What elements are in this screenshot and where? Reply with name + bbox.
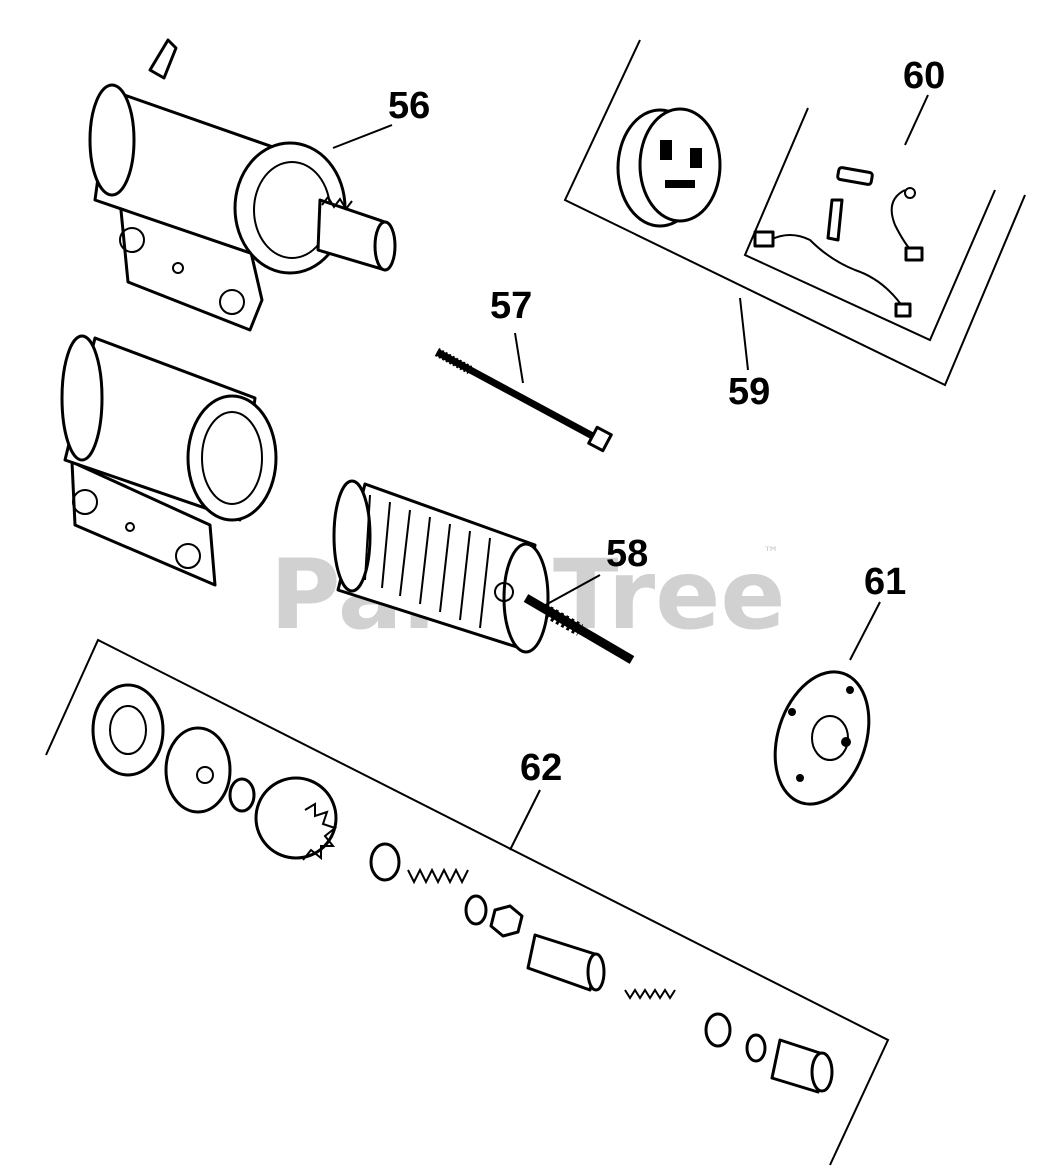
part-62-drive-kit <box>45 638 890 1166</box>
part-60-brush-lead-kit <box>743 107 996 342</box>
leader-lines <box>332 94 929 851</box>
part-61-drive-end-plate <box>773 670 871 806</box>
callout-58: 58 <box>606 533 648 575</box>
callout-60: 60 <box>903 55 945 97</box>
callout-61: 61 <box>864 561 906 603</box>
frame-shell <box>60 334 278 587</box>
callout-62: 62 <box>520 747 562 789</box>
callout-56: 56 <box>388 85 430 127</box>
part-57-through-bolt <box>434 348 613 453</box>
callout-59: 59 <box>728 371 770 413</box>
callout-57: 57 <box>490 285 532 327</box>
part-58-armature <box>332 479 635 664</box>
part-59-end-cap-group <box>563 39 1026 387</box>
part-56-starter-motor <box>88 38 397 332</box>
trademark-symbol: ™ <box>763 543 779 562</box>
